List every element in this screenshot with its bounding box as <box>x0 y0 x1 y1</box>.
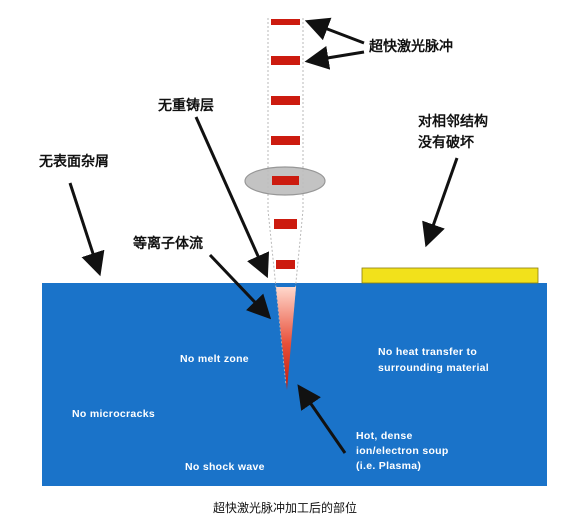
text-no-melt-zone: No melt zone <box>180 353 249 365</box>
laser-pulse <box>271 56 300 65</box>
label-plasma-flow: 等离子体流 <box>133 235 203 252</box>
plasma-cone <box>276 287 296 390</box>
label-ultrafast-pulse: 超快激光脉冲 <box>368 38 453 55</box>
laser-pulse <box>274 219 297 229</box>
text-no-microcracks: No microcracks <box>72 408 155 420</box>
text-no-shock-wave: No shock wave <box>185 461 265 473</box>
arrow-pulse-lower <box>304 46 365 70</box>
laser-pulse <box>272 176 299 185</box>
laser-pulse <box>276 260 295 269</box>
arrow-no-recast <box>194 116 270 279</box>
neighbor-structure <box>361 267 539 284</box>
text-hot-dense-line1: Hot, dense <box>356 430 413 442</box>
text-hot-dense-line3: (i.e. Plasma) <box>356 460 421 472</box>
arrow-plasma-flow <box>208 253 272 320</box>
laser-pulse <box>271 19 300 25</box>
label-no-surface-debris: 无表面杂屑 <box>38 153 109 170</box>
arrow-no-debris <box>68 182 105 277</box>
text-hot-dense-line2: ion/electron soup <box>356 445 449 457</box>
arrow-plasma-soup <box>297 384 347 454</box>
arrow-pulse-upper <box>304 17 365 45</box>
label-neighbor-line1: 对相邻结构 <box>418 113 488 130</box>
text-no-heat-line2: surrounding material <box>378 362 489 374</box>
label-no-recast-layer: 无重铸层 <box>157 97 214 114</box>
arrow-neighbor <box>422 157 459 248</box>
laser-pulse <box>271 96 300 105</box>
figure-caption: 超快激光脉冲加工后的部位 <box>213 500 357 515</box>
arrows <box>68 17 459 454</box>
material-block <box>42 283 547 486</box>
laser-pulse <box>271 136 300 145</box>
text-no-heat-line1: No heat transfer to <box>378 346 477 358</box>
label-neighbor-line2: 没有破坏 <box>418 134 474 151</box>
laser-pulses <box>271 19 300 269</box>
